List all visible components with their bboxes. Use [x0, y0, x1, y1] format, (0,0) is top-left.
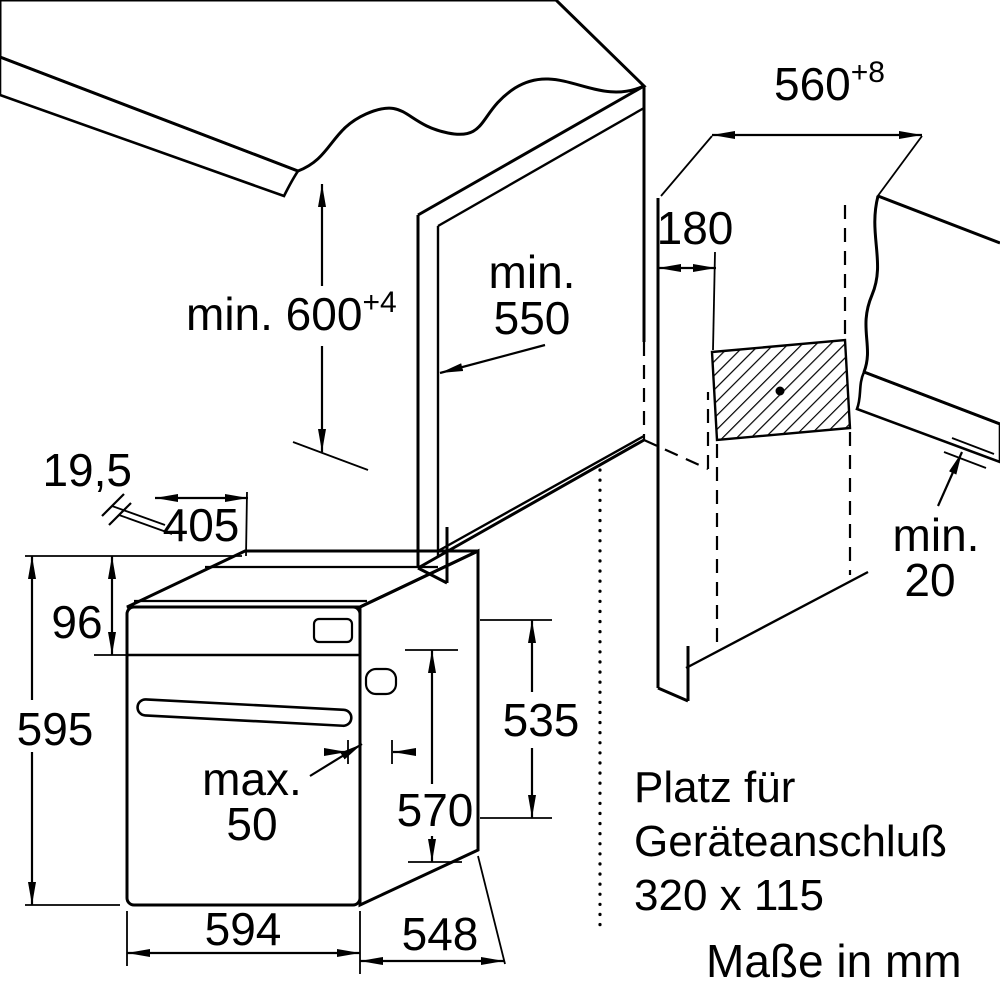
tick-2 [108, 502, 132, 526]
left-countertop [0, 0, 647, 198]
dim-rear-gap: min. 20 [893, 437, 995, 606]
oven-width-label: 594 [205, 903, 282, 955]
dim-niche-height: min. 600+4 [186, 184, 397, 471]
plinth-edge [417, 566, 448, 585]
control-display [312, 617, 354, 644]
extension-line [245, 491, 248, 557]
rear-gap-label-2: 20 [904, 554, 955, 606]
niche-depth-label-1: min. [489, 246, 576, 298]
side-plinth-edge [657, 686, 689, 703]
extension-line [712, 251, 716, 351]
leader-arrow [309, 743, 363, 777]
oven-height-label: 595 [17, 703, 94, 755]
niche-floor-edge [437, 434, 645, 553]
side-vent [364, 667, 398, 696]
hidden-floor-edge [643, 438, 709, 471]
top-step-depth-label: 405 [163, 499, 240, 551]
dim-oven-width: 594 [126, 903, 361, 974]
dim-niche-width: 560+8 [660, 56, 923, 198]
connection-note-line-3: 320 x 115 [634, 871, 824, 920]
dim-frame-depth: 19,5 [42, 444, 173, 535]
niche-floor-depth-edge [685, 570, 869, 670]
connection-note: Platz für Geräteanschluß 320 x 115 [634, 763, 947, 920]
right-countertop-break-line [862, 195, 880, 373]
extension-line-right [477, 855, 506, 965]
handle-label-1: max. [202, 753, 302, 805]
dim-niche-depth: min. 550 [439, 246, 576, 375]
extension-line [292, 441, 369, 471]
extension-line-left [660, 135, 713, 197]
leader-arrow [439, 343, 546, 375]
panel-height-label: 96 [51, 596, 102, 648]
dim-connection-offset: 180 [657, 202, 734, 351]
dim-panel-height: 96 [25, 555, 242, 656]
connection-point-dot [775, 386, 785, 396]
leader-arrow [936, 451, 964, 507]
extension-line-right [876, 135, 923, 198]
connection-offset-label: 180 [657, 202, 734, 254]
door-handle [136, 698, 353, 728]
dim-oven-depth: 548 [360, 855, 506, 965]
frame-depth-label: 19,5 [42, 444, 132, 496]
units-note: Maße in mm [706, 935, 962, 987]
right-countertop-edge-band [855, 370, 1000, 464]
cabinet-top-edge [417, 84, 645, 217]
cabinet-bottom-edge [417, 438, 645, 570]
tick-1 [101, 493, 125, 517]
dim-top-step-depth: 405 [155, 491, 248, 557]
rear-height-label: 535 [503, 694, 580, 746]
connection-note-line-1: Platz für [634, 763, 795, 812]
oven-depth-label: 548 [402, 908, 479, 960]
countertop-surface [0, 0, 647, 173]
niche-inner-top-edge [437, 106, 645, 228]
extension-line-1 [111, 505, 166, 526]
handle-label-2: 50 [226, 798, 277, 850]
dim-oven-height: 595 [17, 556, 120, 906]
body-height-label: 570 [397, 784, 474, 836]
base-cabinet [416, 84, 710, 585]
right-section [656, 194, 1000, 703]
dim-rear-height: 535 [480, 619, 580, 819]
oven [125, 548, 480, 908]
dim-body-height: 570 [397, 649, 474, 863]
right-countertop-back-edge [877, 194, 1000, 245]
niche-height-label: min. 600+4 [186, 286, 397, 340]
dim-handle-depth: max. 50 [202, 740, 416, 850]
niche-depth-label-2: 550 [494, 292, 571, 344]
niche-width-label: 560+8 [774, 56, 885, 110]
rear-gap-label-1: min. [893, 509, 980, 561]
extension-line-2 [118, 514, 173, 535]
gap-line-back [951, 437, 995, 455]
connection-note-line-2: Geräteanschluß [634, 817, 947, 866]
countertop-edge-band [0, 55, 300, 198]
